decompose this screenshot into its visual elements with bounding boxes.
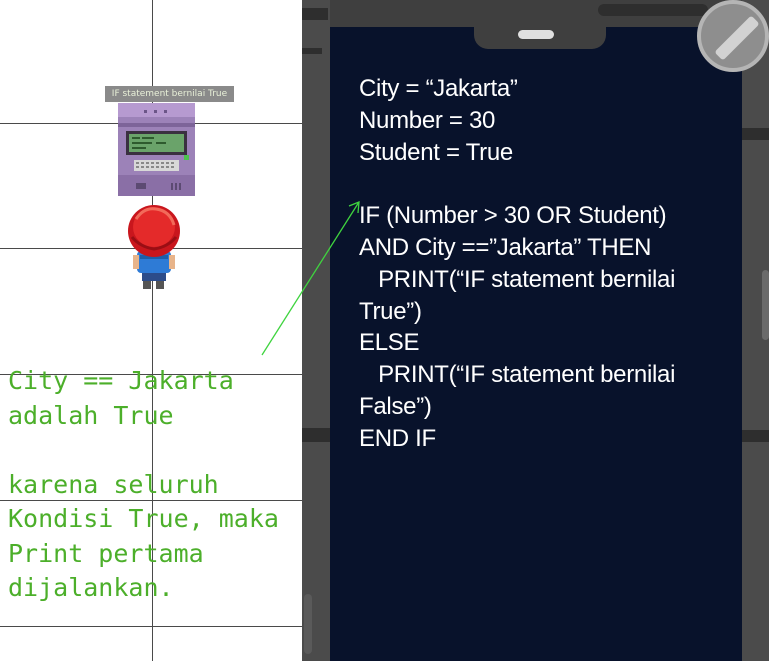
grid-line [0,626,302,627]
frame-detail [302,428,330,442]
pseudocode-text: City = “Jakarta” Number = 30 Student = T… [359,75,676,452]
npc-name-tag: IF statement bernilai True [105,86,234,102]
frame-edge [302,0,330,661]
frame-detail [598,4,708,16]
close-button[interactable] [697,0,769,72]
frame-detail [302,8,328,20]
notch-indicator [518,30,554,39]
close-icon [714,15,760,61]
frame-detail [302,48,322,54]
explanation-note: City == Jakarta adalah True karena selur… [8,366,279,602]
frame-detail [742,128,769,140]
frame-detail [304,594,312,654]
player-character-icon[interactable] [126,203,182,291]
frame-detail [762,270,769,340]
grid-line [0,374,302,375]
computer-terminal-icon[interactable] [116,103,197,196]
code-screen[interactable] [330,27,742,661]
grid-line [0,500,302,501]
game-world[interactable]: IF statement bernilai True [0,0,302,661]
grid-line [152,0,153,661]
frame-detail [742,430,769,442]
